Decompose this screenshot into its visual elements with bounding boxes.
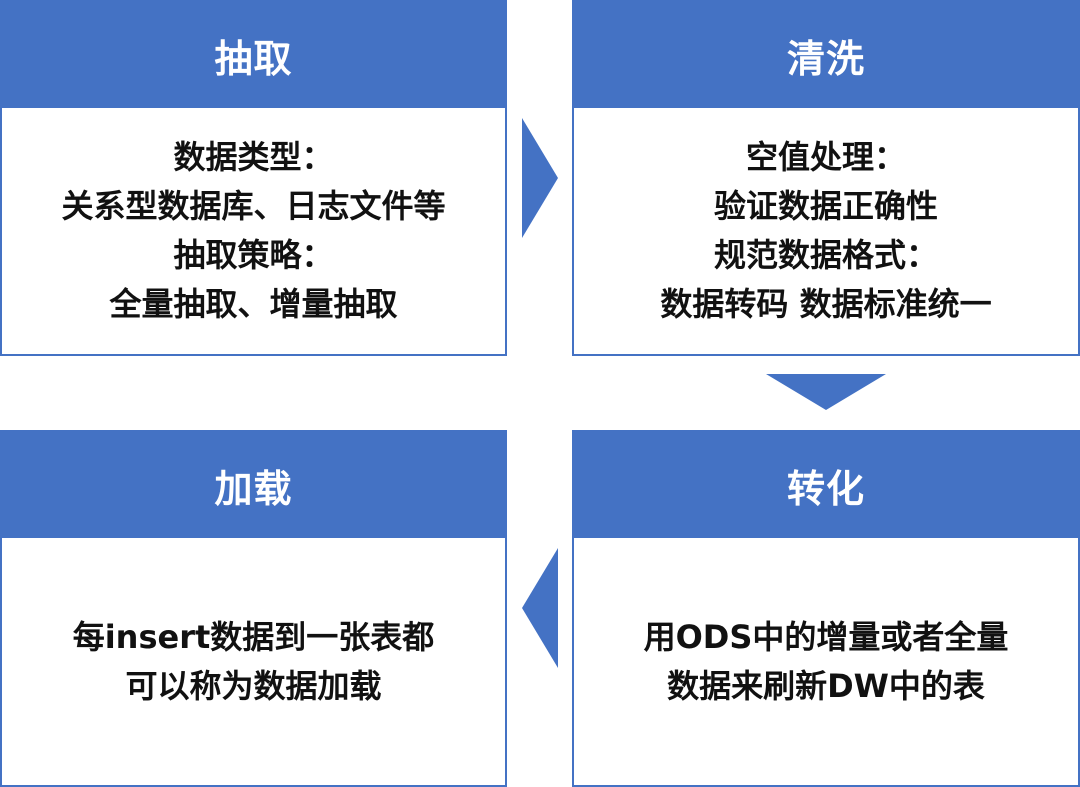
extract-line: 数据类型：: [173, 138, 334, 176]
load-card: 加载 每insert数据到一张表都 可以称为数据加载: [0, 430, 507, 787]
clean-line: 数据转码 数据标准统一: [660, 285, 992, 323]
load-card-body: 每insert数据到一张表都 可以称为数据加载: [2, 538, 505, 785]
transform-card-title: 转化: [574, 432, 1078, 538]
clean-card-title: 清洗: [574, 2, 1078, 108]
arrow-left-icon: [522, 548, 558, 668]
extract-card-body: 数据类型： 关系型数据库、日志文件等 抽取策略： 全量抽取、增量抽取: [2, 108, 505, 354]
extract-card: 抽取 数据类型： 关系型数据库、日志文件等 抽取策略： 全量抽取、增量抽取: [0, 0, 507, 356]
transform-line: 用ODS中的增量或者全量: [643, 617, 1009, 656]
transform-line: 数据来刷新DW中的表: [667, 666, 985, 705]
extract-line: 关系型数据库、日志文件等: [61, 187, 446, 225]
extract-line: 抽取策略：: [173, 236, 334, 274]
load-line: 可以称为数据加载: [125, 666, 382, 705]
extract-card-title: 抽取: [2, 2, 505, 108]
clean-card: 清洗 空值处理： 验证数据正确性 规范数据格式： 数据转码 数据标准统一: [572, 0, 1080, 356]
load-card-title: 加载: [2, 432, 505, 538]
clean-line: 空值处理：: [745, 138, 906, 176]
arrow-down-icon: [766, 374, 886, 410]
clean-line: 规范数据格式：: [713, 236, 938, 274]
extract-line: 全量抽取、增量抽取: [109, 285, 398, 323]
clean-card-body: 空值处理： 验证数据正确性 规范数据格式： 数据转码 数据标准统一: [574, 108, 1078, 354]
transform-card-body: 用ODS中的增量或者全量 数据来刷新DW中的表: [574, 538, 1078, 785]
arrow-right-icon: [522, 118, 558, 238]
load-line: 每insert数据到一张表都: [72, 617, 435, 656]
transform-card: 转化 用ODS中的增量或者全量 数据来刷新DW中的表: [572, 430, 1080, 787]
clean-line: 验证数据正确性: [713, 187, 938, 225]
